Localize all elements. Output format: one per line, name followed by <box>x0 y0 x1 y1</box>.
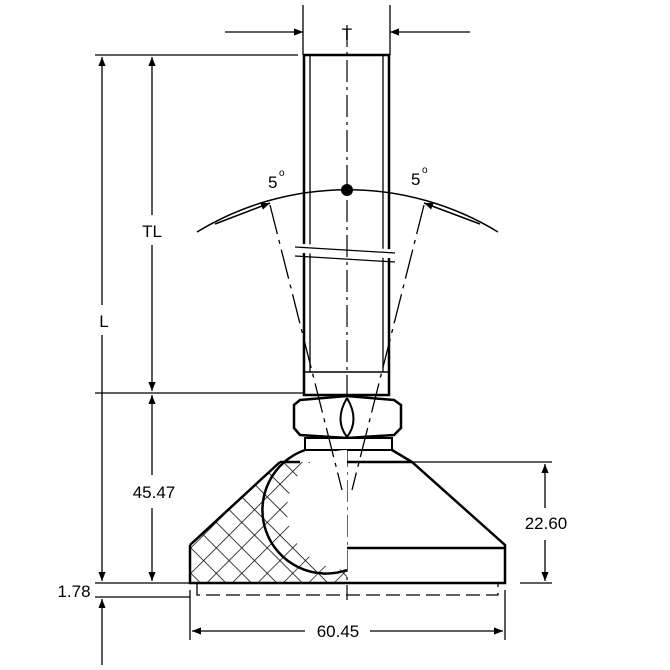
base-height-to-nut-label: 45.47 <box>133 483 176 502</box>
base-diameter-label: 60.45 <box>317 622 360 641</box>
dimensions <box>95 5 552 665</box>
thread-length-label: TL <box>142 222 162 241</box>
tilt-right-label: 5 <box>411 170 420 189</box>
overall-length-label: L <box>99 312 108 331</box>
tilt-right-degree: o <box>422 165 428 176</box>
pad-thickness-label: 1.78 <box>57 582 90 601</box>
tilt-left-label: 5 <box>268 173 277 192</box>
swivel-base <box>188 448 507 596</box>
thread-size-label: T <box>342 25 352 44</box>
tilt-left-degree: o <box>279 168 285 179</box>
tilt-indicator <box>196 189 499 491</box>
pivot-point <box>341 184 353 196</box>
hex-nut <box>292 394 403 451</box>
base-height-label: 22.60 <box>525 514 568 533</box>
threaded-stud <box>294 53 396 397</box>
